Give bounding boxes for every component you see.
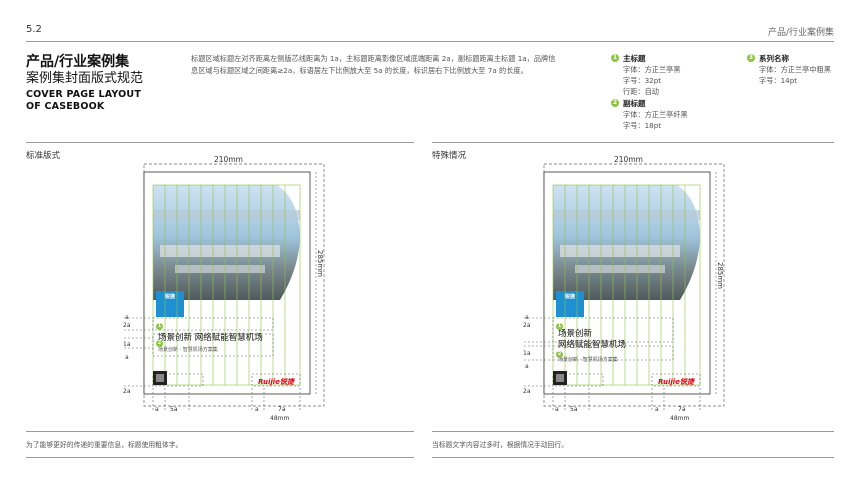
section-number: 5.2 xyxy=(26,24,42,35)
right-panel-divider xyxy=(432,142,834,143)
page-title: 产品/行业案例集 xyxy=(26,54,130,70)
left-dim-a-right: a xyxy=(255,406,259,413)
right-dim-a: a xyxy=(525,314,529,321)
left-dim-1a: 1a xyxy=(123,341,131,348)
right-brand-logo: Ruijie锐捷 xyxy=(658,378,694,386)
left-panel-divider xyxy=(26,142,414,143)
left-caption-bottom-rule xyxy=(26,457,414,458)
left-width-dim: 210mm xyxy=(214,155,243,164)
right-dim-1a: 1a xyxy=(523,350,531,357)
page-title-en-2: OF CASEBOOK xyxy=(26,101,105,112)
left-cover-title: 场景创新 网络赋能智慧机场 xyxy=(158,333,263,343)
right-cover-subtitle: 场景创新 · 智慧机场方案集 xyxy=(558,357,618,363)
description-line-1: 标题区域标题左对齐距离左侧版芯线距离为 1a，主标题距离影像区域底端距离 2a，… xyxy=(191,54,556,63)
spec-number-2: 2 xyxy=(611,99,619,107)
right-cover-title-line-2: 网络赋能智慧机场 xyxy=(558,340,627,350)
left-dim-a-bottom: a xyxy=(155,406,159,413)
right-width-dim: 210mm xyxy=(614,155,643,164)
left-caption-top-rule xyxy=(26,431,414,432)
right-height-dim: 285mm xyxy=(716,262,724,289)
spec-main-title-font: 字体：方正兰亭黑 xyxy=(623,65,681,74)
right-cover-title-line-1: 场景创新 xyxy=(558,329,593,339)
layout-description: 标题区域标题左对齐距离左侧版芯线距离为 1a，主标题距离影像区域底端距离 2a，… xyxy=(191,53,596,77)
spec-main-title-size: 字号：32pt xyxy=(623,76,662,85)
right-dim-5a: 5a xyxy=(570,406,578,413)
spec-main-title-details: 字体：方正兰亭黑 字号：32pt 行距：自动 xyxy=(623,64,681,97)
page-subtitle: 案例集封面版式规范 xyxy=(26,71,144,86)
left-caption: 为了能够更好的传递的重要信息，标题使用粗体字。 xyxy=(26,441,183,449)
left-cover-mockup xyxy=(124,163,325,410)
right-dim-48mm: 48mm xyxy=(670,415,690,422)
left-cover-subtitle: 场景创新 · 智慧机场方案集 xyxy=(158,347,218,353)
right-panel-label: 特殊情况 xyxy=(432,151,467,161)
left-dim-a2: a xyxy=(125,354,129,361)
left-dim-48mm: 48mm xyxy=(270,415,290,422)
header-divider xyxy=(26,41,834,42)
spec-number-3: 3 xyxy=(747,54,755,62)
right-dim-2a: 2a xyxy=(523,322,531,329)
right-caption: 当标题文字内容过多时，根据情况手动回行。 xyxy=(432,441,568,449)
description-line-2: 息区域与标题区域之间距离≥2a，标语居左下比例放大至 5a 的长度，标识居右下比… xyxy=(191,66,528,75)
right-dim-7a: 7a xyxy=(678,406,686,413)
spec-series-size: 字号：14pt xyxy=(759,76,798,85)
spec-main-title-label: 主标题 xyxy=(623,54,646,63)
right-marker-1: 1 xyxy=(556,323,563,330)
right-dim-a-right: a xyxy=(655,406,659,413)
spec-subtitle-label: 副标题 xyxy=(623,99,646,108)
section-name: 产品/行业案例集 xyxy=(767,28,834,38)
left-dim-7a: 7a xyxy=(278,406,286,413)
right-cover-badge: 锐捷 xyxy=(565,294,576,300)
right-dim-a2: a xyxy=(525,363,529,370)
left-brand-logo: Ruijie锐捷 xyxy=(258,378,294,386)
right-caption-bottom-rule xyxy=(432,457,834,458)
left-dim-2a-bottom: 2a xyxy=(123,388,131,395)
left-marker-2: 2 xyxy=(156,340,163,347)
spec-subtitle-size: 字号：18pt xyxy=(623,121,662,130)
left-dim-2a: 2a xyxy=(123,322,131,329)
spec-subtitle-details: 字体：方正兰亭纤黑 字号：18pt xyxy=(623,109,688,131)
spec-series-details: 字体：方正兰亭中粗黑 字号：14pt xyxy=(759,64,831,86)
right-cover-mockup xyxy=(524,163,725,410)
right-caption-top-rule xyxy=(432,431,834,432)
spec-number-1: 1 xyxy=(611,54,619,62)
left-height-dim: 285mm xyxy=(316,250,324,277)
spec-series-label: 系列名称 xyxy=(759,54,789,63)
left-panel-label: 标准版式 xyxy=(26,151,61,161)
left-marker-1: 1 xyxy=(156,323,163,330)
left-dim-5a: 5a xyxy=(170,406,178,413)
right-marker-2: 2 xyxy=(556,351,563,358)
left-cover-badge: 锐捷 xyxy=(165,294,176,300)
spec-main-title-leading: 行距：自动 xyxy=(623,87,659,96)
right-dim-2a-bottom: 2a xyxy=(523,388,531,395)
left-dim-a: a xyxy=(125,314,129,321)
page-title-en-1: COVER PAGE LAYOUT xyxy=(26,89,142,100)
spec-series-font: 字体：方正兰亭中粗黑 xyxy=(759,65,831,74)
right-cover-title: 场景创新 网络赋能智慧机场 xyxy=(558,329,626,351)
right-dim-a-bottom: a xyxy=(555,406,559,413)
spec-subtitle-font: 字体：方正兰亭纤黑 xyxy=(623,110,688,119)
